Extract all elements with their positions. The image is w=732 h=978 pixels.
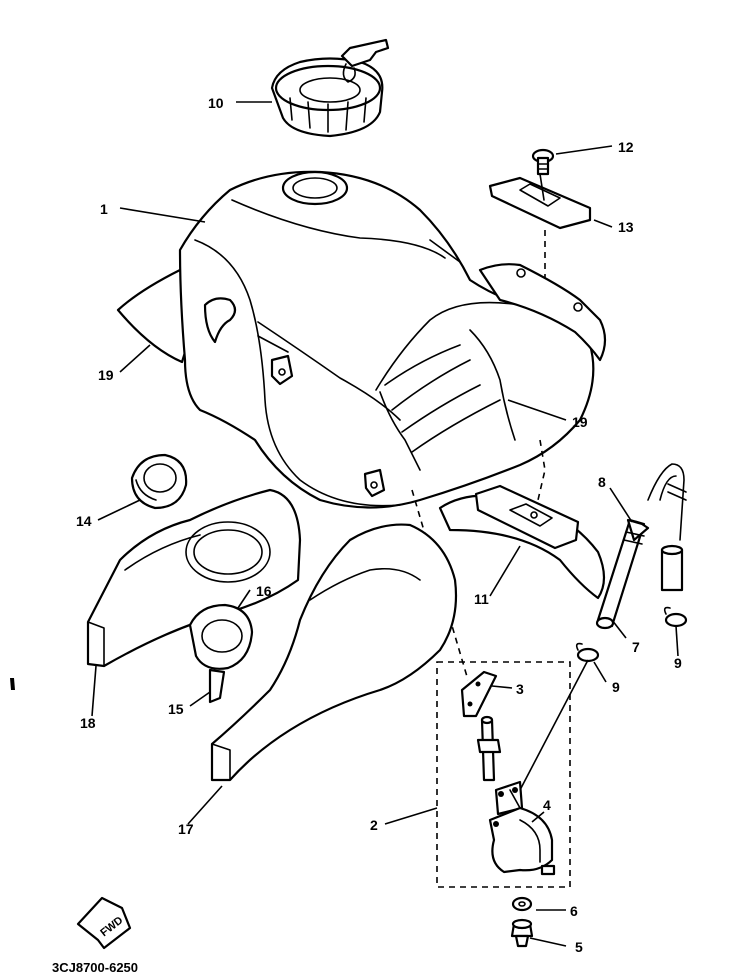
callout-17: 17 xyxy=(178,821,194,837)
callout-2: 2 xyxy=(370,817,378,833)
callout-13: 13 xyxy=(618,219,634,235)
callout-19-left: 19 xyxy=(98,367,114,383)
callout-16: 16 xyxy=(256,583,272,599)
fuel-hose xyxy=(595,463,687,630)
callout-4: 4 xyxy=(543,797,551,813)
callout-18: 18 xyxy=(80,715,96,731)
side-panel-18 xyxy=(86,488,302,668)
washer xyxy=(511,896,533,912)
callout-10: 10 xyxy=(208,95,224,111)
callout-8: 8 xyxy=(598,474,606,490)
bolt xyxy=(531,148,555,176)
callout-1: 1 xyxy=(100,201,108,217)
drawing-code: 3CJ8700-6250 xyxy=(52,960,138,975)
callout-12: 12 xyxy=(618,139,634,155)
mounting-plate xyxy=(488,173,592,230)
side-panel-17 xyxy=(210,523,458,782)
fuel-cap xyxy=(270,38,390,138)
fuel-cock-assembly-box xyxy=(436,661,571,888)
callout-9-lower: 9 xyxy=(612,679,620,695)
callout-19-right: 19 xyxy=(572,414,588,430)
callout-15: 15 xyxy=(168,701,184,717)
leader-lines xyxy=(91,101,679,947)
clamp-band xyxy=(188,603,254,704)
hose-clip-right xyxy=(663,606,688,628)
tank-damper xyxy=(438,484,606,600)
fuel-tank xyxy=(178,170,607,509)
hose-clip-lower xyxy=(575,642,600,663)
callout-14: 14 xyxy=(76,513,92,529)
fwd-arrow-icon: FWD xyxy=(76,896,132,950)
callout-7: 7 xyxy=(632,639,640,655)
callout-5: 5 xyxy=(575,939,583,955)
callout-3: 3 xyxy=(516,681,524,697)
stray-mark xyxy=(10,678,15,690)
callout-11: 11 xyxy=(474,591,489,607)
drain-bolt xyxy=(510,918,534,948)
grommet-ring xyxy=(130,453,188,510)
fuel-cock xyxy=(460,670,556,876)
callout-6: 6 xyxy=(570,903,578,919)
callout-9-right: 9 xyxy=(674,655,682,671)
